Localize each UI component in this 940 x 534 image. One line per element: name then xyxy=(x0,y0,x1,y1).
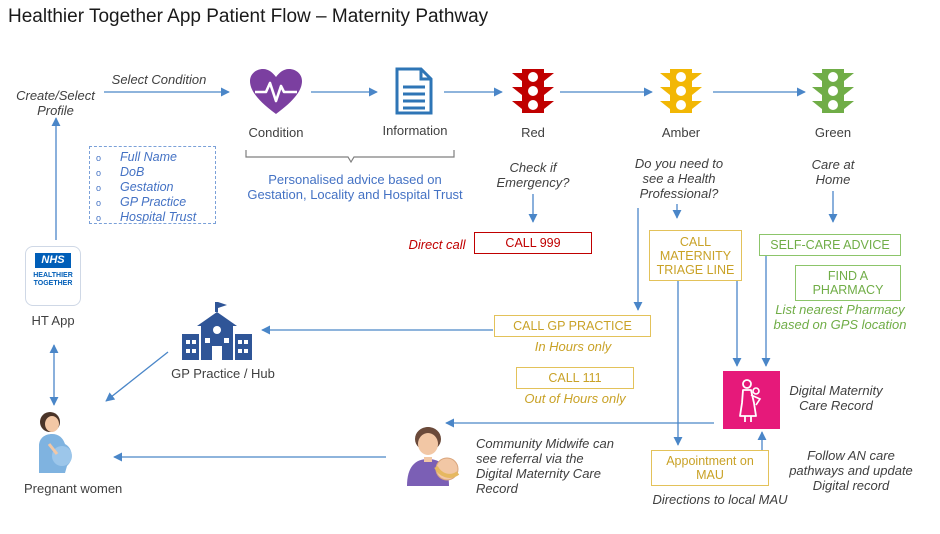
ht-app-label: HT App xyxy=(31,313,75,328)
red-label: Red xyxy=(521,125,545,140)
nhs-logo: NHS xyxy=(35,253,71,268)
document-icon xyxy=(395,67,433,115)
directions-mau-note: Directions to local MAU xyxy=(652,492,788,507)
heart-pulse-icon xyxy=(250,69,302,114)
red-question: Check if Emergency? xyxy=(496,160,570,190)
midwife-icon xyxy=(407,427,460,486)
select-condition-label: Select Condition xyxy=(111,72,207,87)
midwife-text: Community Midwife can see referral via t… xyxy=(476,436,614,496)
condition-label: Condition xyxy=(248,125,304,140)
digital-record-label: Digital Maternity Care Record xyxy=(789,383,883,413)
advice-text: Personalised advice based on Gestation, … xyxy=(247,172,463,202)
gp-building-icon xyxy=(182,302,252,360)
amber-label: Amber xyxy=(661,125,701,140)
out-of-hours-note: Out of Hours only xyxy=(524,391,626,406)
traffic-light-red-icon xyxy=(512,69,554,113)
mother-child-icon xyxy=(739,379,762,422)
page-title: Healthier Together App Patient Flow – Ma… xyxy=(8,6,489,27)
ht-app-icon[interactable]: NHS HEALTHIER TOGETHER xyxy=(25,246,81,306)
self-care-advice-box: SELF-CARE ADVICE xyxy=(759,234,901,256)
information-label: Information xyxy=(382,123,448,138)
direct-call-label: Direct call xyxy=(408,237,466,252)
traffic-light-amber-icon xyxy=(660,69,702,113)
pharmacy-note: List nearest Pharmacy based on GPS locat… xyxy=(773,302,907,332)
ht-logo-text: HEALTHIER TOGETHER xyxy=(33,272,73,287)
call-gp-practice-box: CALL GP PRACTICE xyxy=(494,315,651,337)
follow-care-text: Follow AN care pathways and update Digit… xyxy=(789,448,913,493)
create-profile-label: Create/Select Profile xyxy=(16,88,95,118)
amber-question: Do you need to see a Health Professional… xyxy=(634,156,724,201)
pregnant-woman-icon xyxy=(39,412,72,473)
call-maternity-triage-box: CALL MATERNITY TRIAGE LINE xyxy=(649,230,742,281)
call-999-box: CALL 999 xyxy=(474,232,592,254)
gp-hub-label: GP Practice / Hub xyxy=(171,366,275,381)
find-pharmacy-box: FIND A PHARMACY xyxy=(795,265,901,301)
traffic-light-green-icon xyxy=(812,69,854,113)
green-label: Green xyxy=(814,125,852,140)
appointment-mau-box: Appointment on MAU xyxy=(651,450,769,486)
digital-record-tile xyxy=(723,371,780,429)
call-111-box: CALL 111 xyxy=(516,367,634,389)
in-hours-note: In Hours only xyxy=(534,339,612,354)
pregnant-women-label: Pregnant women xyxy=(24,481,123,496)
green-advice: Care at Home xyxy=(811,157,855,187)
